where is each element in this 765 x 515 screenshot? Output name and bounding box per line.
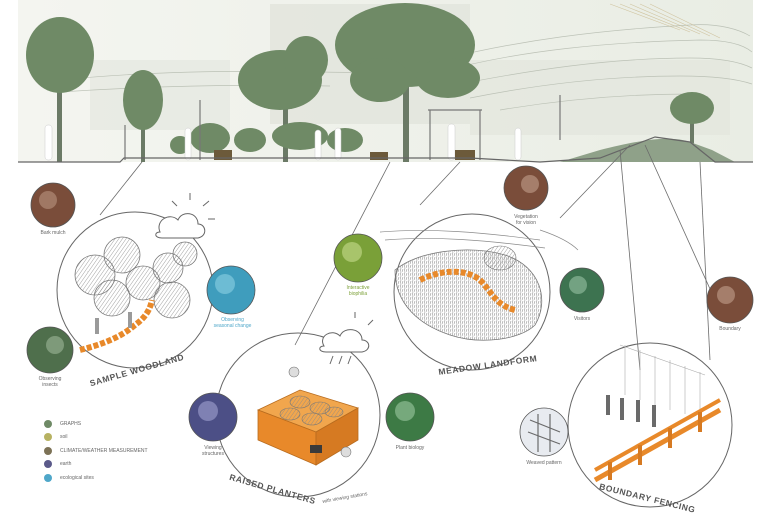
legend-swatch — [44, 460, 52, 469]
photo-insects — [26, 326, 74, 374]
legend-swatch — [44, 433, 52, 442]
section-ground-line — [18, 136, 753, 163]
section-structure — [124, 95, 561, 160]
legend-item: earth — [44, 458, 148, 472]
legend-swatch — [44, 446, 52, 455]
caption-boundary: Boundary — [719, 326, 741, 332]
photo-weave — [519, 407, 569, 457]
caption-bark: Bark mulch — [40, 230, 66, 236]
caption-planting: Plant biology — [395, 445, 425, 451]
photo-visitors — [559, 267, 605, 313]
legend-item: CLIMATE/WEATHER MEASUREMENT — [44, 444, 148, 458]
legend-item: GRAPHS — [44, 417, 148, 431]
rain-cloud-icon — [319, 312, 374, 365]
section-planters — [214, 150, 475, 160]
legend-item: soil — [44, 431, 148, 445]
sun-cloud-icon — [155, 193, 215, 239]
photo-vegetation — [503, 165, 549, 211]
meadow-vignette — [379, 213, 579, 371]
photo-boundary — [706, 276, 754, 324]
caption-interactive-biophilia: Interactive biophilia — [346, 285, 370, 297]
legend-swatch — [44, 419, 52, 428]
photo-water — [206, 265, 256, 315]
legend-swatch — [44, 473, 52, 482]
caption-visitors: Visitors — [573, 316, 591, 322]
legend-label: ecological sites — [60, 474, 94, 481]
section-people — [44, 123, 522, 161]
fencing-vignette — [567, 342, 733, 508]
planters-vignette — [215, 312, 381, 498]
caption-observing-insects: Observing insects — [38, 376, 62, 388]
caption-vegetation: Vegetation for vision — [514, 214, 538, 226]
caption-weave: Weaved pattern — [526, 460, 562, 466]
caption-plant-canopy: Observing seasonal change — [213, 317, 252, 329]
woodland-vignette — [56, 193, 215, 369]
photo-bark — [30, 182, 76, 228]
section-trees — [26, 3, 714, 162]
photo-planting — [385, 392, 435, 442]
photo-viewing — [188, 392, 238, 442]
photo-biophilia — [333, 233, 383, 283]
legend-label: GRAPHS — [60, 420, 82, 427]
legend-label: earth — [60, 461, 72, 468]
caption-viewing-structures: Viewing structures — [202, 445, 224, 457]
legend-item: ecological sites — [44, 471, 148, 485]
legend-label: CLIMATE/WEATHER MEASUREMENT — [60, 447, 148, 454]
section-elevation — [18, 0, 753, 163]
photo-thumbnails — [26, 165, 754, 457]
legend-label: soil — [60, 434, 68, 441]
